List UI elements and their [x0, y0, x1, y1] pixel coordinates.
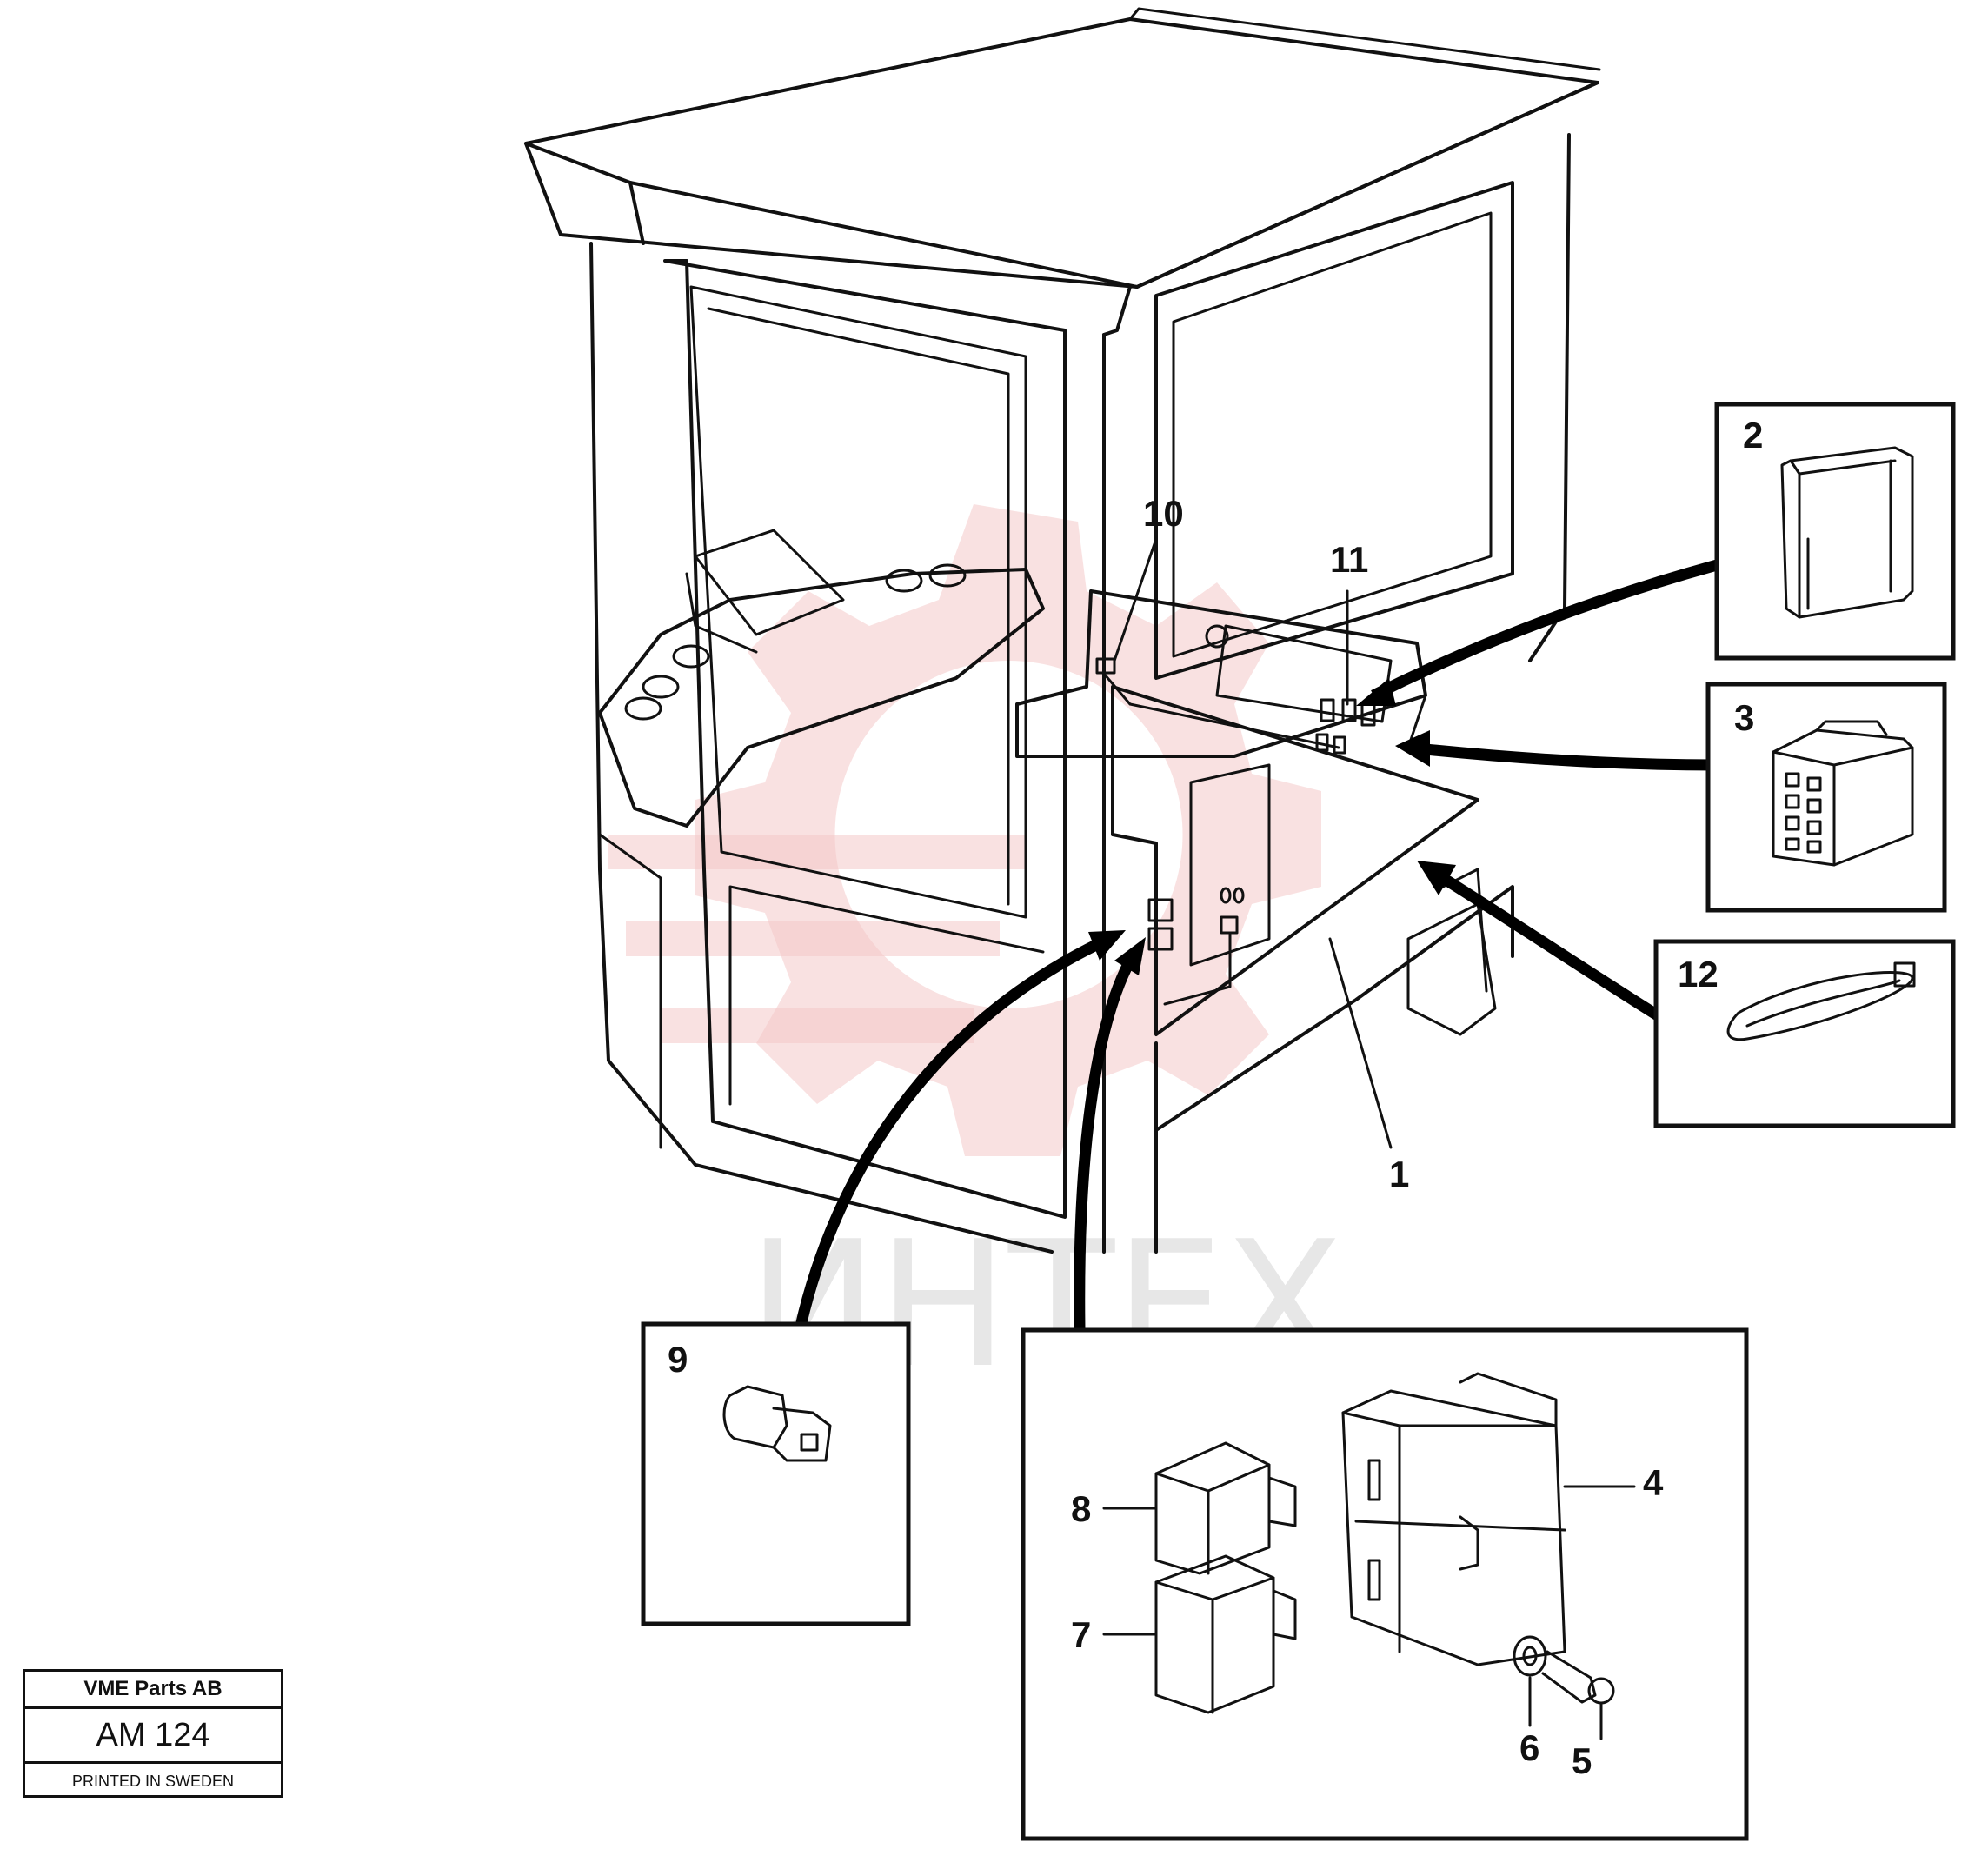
arrow-to-item-2 [1371, 559, 1719, 701]
callout-4: 4 [1643, 1462, 1664, 1503]
arrowhead-3 [1395, 730, 1430, 767]
leader-arrows [794, 537, 1719, 1332]
title-block-note: PRINTED IN SWEDEN [71, 1773, 234, 1790]
arrow-to-item-3 [1425, 743, 1718, 771]
title-block-company: VME Parts AB [25, 1672, 281, 1709]
leader-item-10 [1113, 537, 1158, 662]
callout-11: 11 [1330, 539, 1368, 580]
title-block-code: AM 124 [25, 1709, 281, 1764]
arrowhead-2 [1356, 678, 1396, 706]
callout-1: 1 [1389, 1154, 1409, 1194]
arrowhead-7-8 [1114, 937, 1146, 975]
title-block: VME Parts AB AM 124 PRINTED IN SWEDEN [23, 1669, 283, 1798]
leader-item-1 [1328, 937, 1393, 1149]
arrow-to-item-12 [1439, 873, 1664, 1022]
callout-7: 7 [1071, 1614, 1091, 1655]
callout-9: 9 [668, 1339, 688, 1380]
detail-box-2 [1714, 402, 1956, 661]
callout-2: 2 [1743, 415, 1763, 456]
arrow-to-item-7-8 [1074, 957, 1135, 1331]
watermark-gear-logo [608, 504, 1321, 1156]
arrowhead-9 [1088, 930, 1126, 961]
arrowhead-12 [1417, 861, 1456, 895]
callout-10: 10 [1143, 493, 1184, 534]
callout-5: 5 [1572, 1740, 1592, 1781]
detail-box-3 [1705, 682, 1947, 913]
arrow-to-item-9 [794, 938, 1102, 1332]
detail-box-12 [1653, 939, 1956, 1128]
callout-6: 6 [1519, 1727, 1539, 1768]
detail-box-4-8 [1021, 1327, 1749, 1841]
callout-3: 3 [1734, 697, 1754, 738]
callout-12: 12 [1678, 954, 1719, 995]
callout-8: 8 [1071, 1488, 1091, 1529]
cab-outline [524, 7, 1601, 1254]
detail-box-9 [641, 1321, 911, 1626]
